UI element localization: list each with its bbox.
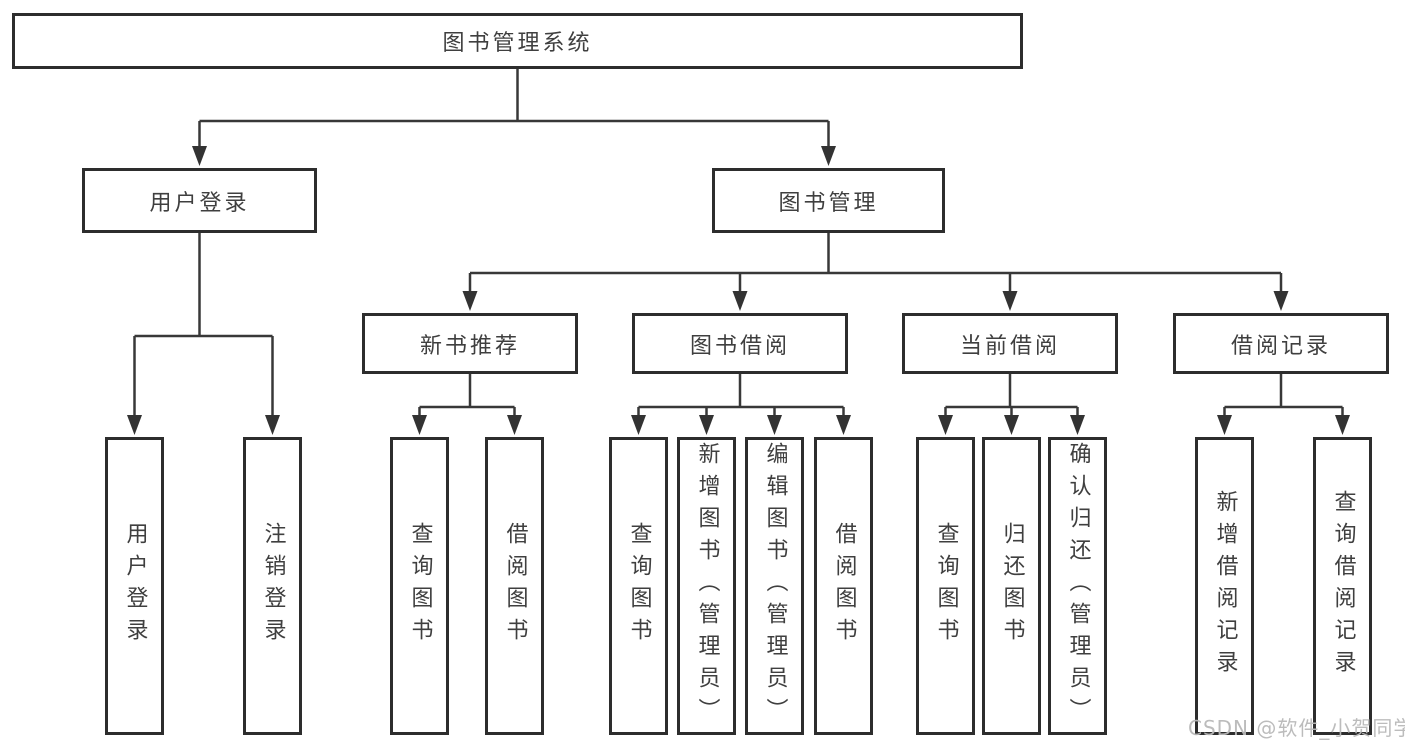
node-user-login: 用户登录	[82, 168, 317, 233]
node-borrowing-records: 借阅记录	[1173, 313, 1389, 374]
leaf-query-books-current: 查询图书	[916, 437, 975, 735]
leaf-confirm-return-admin: 确认归还（管理员）	[1048, 437, 1107, 735]
leaf-logout: 注销登录	[243, 437, 302, 735]
leaf-edit-books-admin: 编辑图书（管理员）	[745, 437, 804, 735]
node-book-borrowing: 图书借阅	[632, 313, 848, 374]
leaf-add-borrow-record: 新增借阅记录	[1195, 437, 1254, 735]
leaf-borrow-books-recommend: 借阅图书	[485, 437, 544, 735]
node-new-book-recommendation: 新书推荐	[362, 313, 578, 374]
leaf-return-books: 归还图书	[982, 437, 1041, 735]
leaf-borrow-books-borrowing: 借阅图书	[814, 437, 873, 735]
node-library-management-system: 图书管理系统	[12, 13, 1023, 69]
node-book-management: 图书管理	[712, 168, 945, 233]
leaf-query-books-borrowing: 查询图书	[609, 437, 668, 735]
node-current-borrowing: 当前借阅	[902, 313, 1118, 374]
csdn-watermark: CSDN @软件_小贺同学	[1188, 716, 1405, 740]
leaf-query-books-recommend: 查询图书	[390, 437, 449, 735]
leaf-user-login: 用户登录	[105, 437, 164, 735]
leaf-query-borrow-record: 查询借阅记录	[1313, 437, 1372, 735]
leaf-add-books-admin: 新增图书（管理员）	[677, 437, 736, 735]
